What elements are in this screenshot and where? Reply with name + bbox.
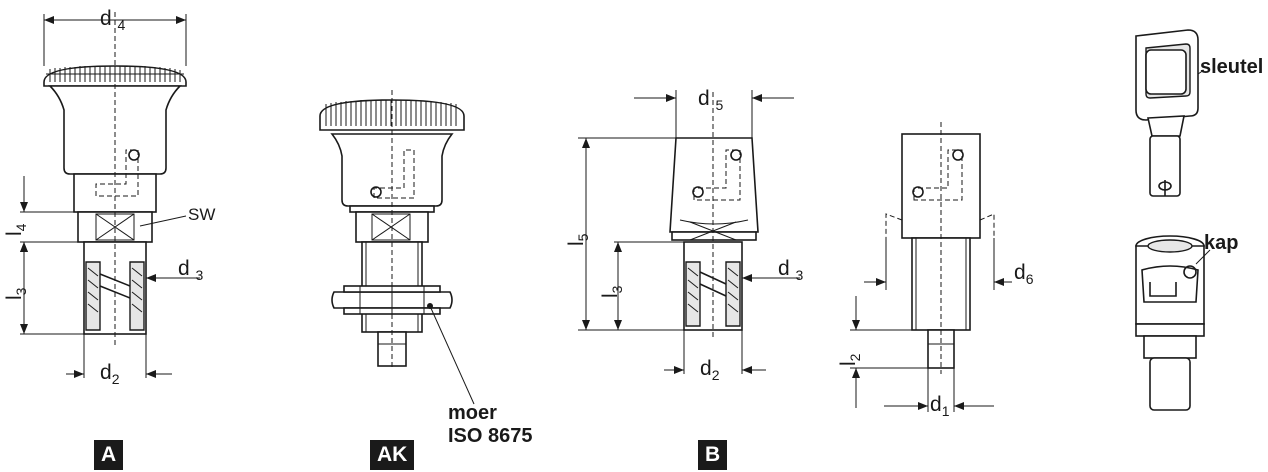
dim-sw-label: SW <box>188 205 216 224</box>
dim-d3-label-b: d 3 <box>778 257 804 283</box>
dim-d5-label: d 5 <box>698 87 724 113</box>
dim-d3-label-a: d 3 <box>178 257 204 283</box>
dim-l3-label-a: l3 <box>3 287 29 300</box>
cap-illustration <box>1135 235 1211 411</box>
figure-b-left <box>669 92 759 340</box>
knob-a-body <box>48 85 182 175</box>
dim-l5-label: l5 <box>565 233 591 246</box>
dim-d2-label-a: d2 <box>100 361 120 387</box>
dims-b-right <box>850 238 1012 412</box>
figure-ak <box>319 90 475 405</box>
dim-d2-label-b: d2 <box>700 357 720 383</box>
variant-badge-a: A <box>94 440 124 470</box>
dim-l3-label-b: l3 <box>599 285 625 298</box>
nut-callout: moer ISO 8675 <box>448 402 533 448</box>
key-callout: sleutel <box>1200 56 1264 78</box>
key-illustration <box>1135 29 1205 197</box>
variant-badge-ak: AK <box>370 440 415 470</box>
dims-b-left <box>578 90 800 374</box>
dims-a <box>20 14 200 378</box>
nut-callout-line2: ISO 8675 <box>448 425 533 447</box>
dim-d4-label: d 4 <box>100 7 126 33</box>
dim-l2-label: l2 <box>837 353 863 366</box>
dim-l4-label-a: l4 <box>3 223 29 236</box>
knurl-a <box>49 66 181 82</box>
cap-callout: kap <box>1204 232 1239 254</box>
figure-b-right <box>885 122 995 374</box>
dim-d6-label: d6 <box>1014 261 1034 287</box>
figure-a <box>43 12 187 345</box>
variant-badge-b: B <box>698 440 728 470</box>
cap-b <box>669 137 759 233</box>
dim-d1-label: d1 <box>930 393 950 419</box>
cap-shaft <box>1149 357 1191 411</box>
nut-callout-line1: moer <box>448 402 497 424</box>
